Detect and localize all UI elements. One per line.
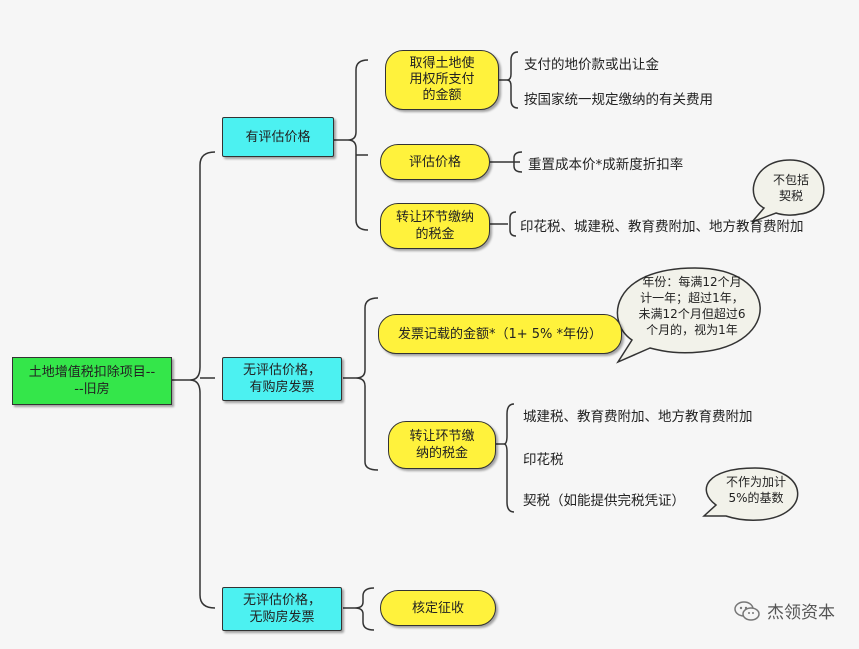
item-invoice-amount[interactable]: 发票记载的金额*（1+ 5% *年份） [378,314,622,354]
item-land-use-rights-payment[interactable]: 取得土地使 用权所支付 的金额 [385,50,499,110]
leaf-taxes-list: 印花税、城建税、教育费附加、地方教育费附加 [520,219,804,235]
leaf-statutory-fees: 按国家统一规定缴纳的有关费用 [524,92,713,108]
leaf-replacement-cost: 重置成本价*成新度折扣率 [528,157,684,173]
bubble-shape-3 [702,467,799,521]
leaf-city-edu-taxes: 城建税、教育费附加、地方教育费附加 [523,409,753,425]
branch-no-appraisal-no-invoice[interactable]: 无评估价格， 无购房发票 [222,587,342,631]
leaf-deed-tax: 契税（如能提供完税凭证） [523,493,685,509]
branch-no-appraisal-with-invoice[interactable]: 无评估价格， 有购房发票 [222,357,342,401]
item-appraised-price[interactable]: 评估价格 [380,144,490,180]
wechat-icon [734,600,760,621]
root-node[interactable]: 土地增值税扣除项目-- --旧房 [12,357,172,405]
item-transfer-taxes[interactable]: 转让环节缴纳 的税金 [380,203,490,249]
item-transfer-taxes-2[interactable]: 转让环节缴 纳的税金 [388,421,496,469]
branch-with-appraisal[interactable]: 有评估价格 [222,117,334,157]
bubble-shape-2 [616,267,761,364]
bubble-shape-1 [751,159,825,223]
item-assessed-collection[interactable]: 核定征收 [380,590,496,626]
watermark: 杰领资本 [733,598,835,623]
watermark-text: 杰领资本 [767,603,835,623]
leaf-land-price: 支付的地价款或出让金 [524,57,659,73]
leaf-stamp-tax: 印花税 [523,452,564,468]
